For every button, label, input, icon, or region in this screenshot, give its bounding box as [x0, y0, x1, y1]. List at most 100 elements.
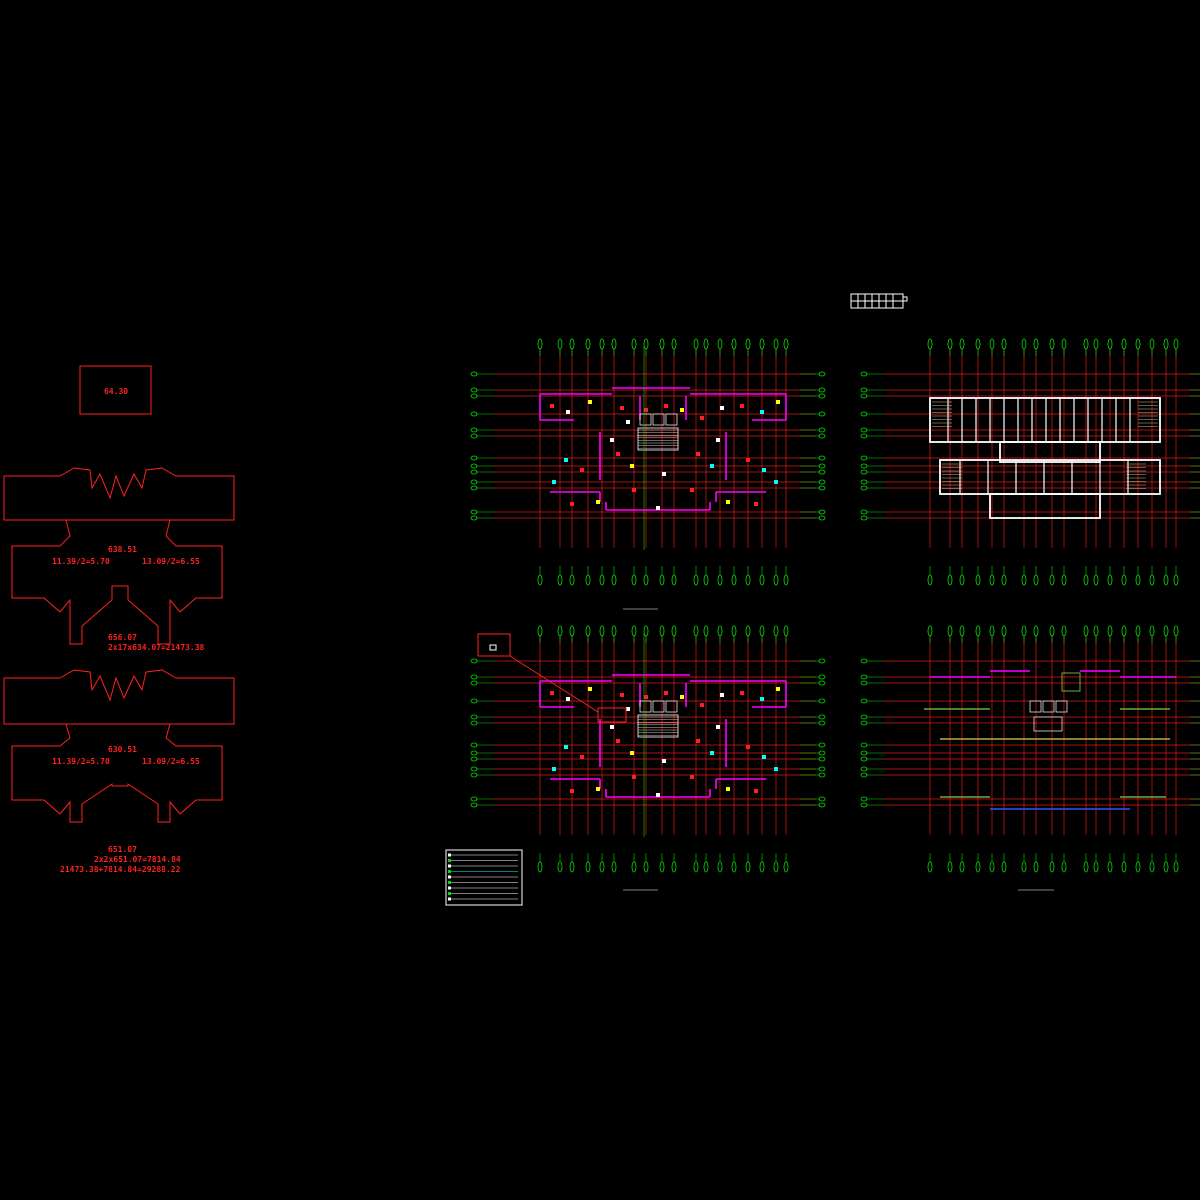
legend-swatch: [448, 897, 451, 901]
fixture-mark: [776, 687, 780, 691]
axis-bubble-left: [860, 680, 868, 686]
fixture-mark: [774, 767, 778, 771]
fixture-mark: [596, 500, 600, 504]
plan1-formula: 2x17x634.07=21473.38: [108, 643, 205, 652]
fixture-mark: [632, 488, 636, 492]
axis-bubble-right: [818, 772, 826, 778]
axis-bubble-left: [860, 469, 868, 475]
axis-bubble-right: [818, 393, 826, 399]
fixture-mark: [726, 787, 730, 791]
fixture-mark: [626, 707, 630, 711]
axis-bubble-right: [818, 714, 826, 720]
axis-bubble-left: [470, 485, 478, 491]
fixture-mark: [696, 739, 700, 743]
axis-bubble-left: [470, 387, 478, 393]
fixture-mark: [680, 695, 684, 699]
stair-core: [637, 427, 679, 451]
shaft-box: [1061, 672, 1081, 692]
fixture-mark: [700, 416, 704, 420]
axis-bubble-right: [818, 515, 826, 521]
area-calculation-group: [3, 365, 235, 823]
axis-bubble-left: [860, 485, 868, 491]
axis-bubble-left: [470, 455, 478, 461]
floor-plan-top-right: [860, 338, 1200, 586]
axis-bubble-left: [860, 698, 868, 704]
fixture-mark: [630, 464, 634, 468]
fixture-mark: [644, 695, 648, 699]
elevator-shaft: [1029, 700, 1042, 713]
axis-bubble-left: [470, 766, 478, 772]
axis-bubble-left: [860, 750, 868, 756]
fixture-mark: [774, 480, 778, 484]
axis-bubble-right: [818, 674, 826, 680]
axis-bubble-left: [470, 680, 478, 686]
axis-bubble-right: [818, 463, 826, 469]
axis-bubble-left: [470, 742, 478, 748]
axis-bubble-left: [470, 750, 478, 756]
axis-bubble-right: [818, 720, 826, 726]
axis-bubble-right: [818, 756, 826, 762]
fixture-mark: [716, 438, 720, 442]
axis-bubble-left: [860, 433, 868, 439]
stair-core: [1033, 716, 1063, 732]
axis-bubble-left: [470, 772, 478, 778]
fixture-mark: [644, 408, 648, 412]
fixture-mark: [564, 458, 568, 462]
fixture-mark: [566, 410, 570, 414]
plan1-right-area: 13.09/2=6.55: [142, 557, 200, 566]
axis-bubble-right: [818, 509, 826, 515]
axis-bubble-left: [860, 455, 868, 461]
fixture-mark: [754, 789, 758, 793]
fixture-mark: [754, 502, 758, 506]
axis-bubble-left: [470, 427, 478, 433]
fixture-mark: [656, 506, 660, 510]
plan1-left-area: 11.39/2=5.70: [52, 557, 110, 566]
axis-bubble-left: [860, 371, 868, 377]
axis-bubble-right: [818, 680, 826, 686]
axis-bubble-left: [860, 411, 868, 417]
plan1-total-area: 656.07: [108, 633, 137, 642]
fixture-mark: [760, 697, 764, 701]
fixture-mark: [552, 767, 556, 771]
fixture-mark: [616, 452, 620, 456]
axis-bubble-left: [470, 463, 478, 469]
axis-bubble-left: [470, 371, 478, 377]
axis-bubble-left: [860, 772, 868, 778]
fixture-mark: [776, 400, 780, 404]
elevator-shaft: [652, 413, 665, 426]
axis-bubble-left: [860, 720, 868, 726]
fixture-mark: [596, 787, 600, 791]
fixture-mark: [710, 464, 714, 468]
fixture-mark: [762, 755, 766, 759]
area-outline-2: [3, 669, 235, 823]
axis-bubble-left: [470, 509, 478, 515]
axis-bubble-left: [860, 714, 868, 720]
axis-bubble-right: [818, 427, 826, 433]
axis-bubble-left: [860, 766, 868, 772]
fixture-mark: [716, 725, 720, 729]
fixture-mark: [740, 404, 744, 408]
axis-bubble-right: [818, 658, 826, 664]
axis-bubble-right: [818, 411, 826, 417]
axis-bubble-right: [818, 455, 826, 461]
floor-plan-bottom-left: [470, 625, 826, 873]
fixture-mark: [662, 759, 666, 763]
axis-bubble-left: [470, 756, 478, 762]
fixture-mark: [710, 751, 714, 755]
axis-bubble-right: [818, 750, 826, 756]
elevator-shaft: [1042, 700, 1055, 713]
plan2-center-area: 630.51: [108, 745, 137, 754]
axis-bubble-left: [470, 720, 478, 726]
axis-bubble-left: [470, 393, 478, 399]
axis-bubble-right: [818, 387, 826, 393]
fixture-mark: [690, 775, 694, 779]
fixture-mark: [616, 739, 620, 743]
fixture-mark: [726, 500, 730, 504]
fixture-mark: [760, 410, 764, 414]
axis-bubble-right: [818, 371, 826, 377]
elevator-shaft: [665, 700, 678, 713]
axis-bubble-left: [470, 802, 478, 808]
axis-bubble-left: [860, 802, 868, 808]
axis-bubble-left: [470, 479, 478, 485]
